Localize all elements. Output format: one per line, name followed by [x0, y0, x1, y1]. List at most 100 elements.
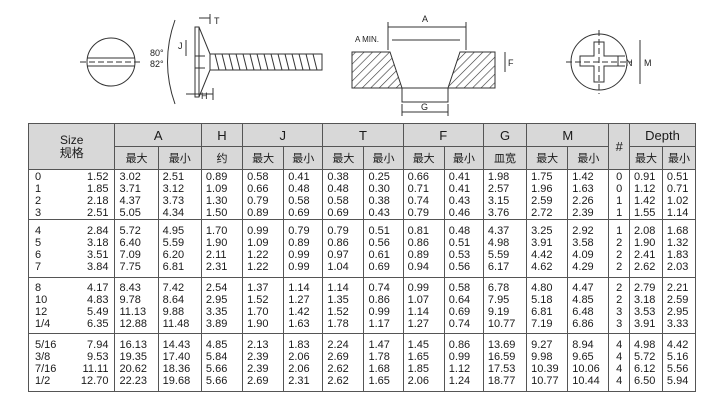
- label-a-min: A MIN.: [355, 35, 379, 44]
- value-j-min: 2.31: [288, 374, 310, 387]
- size-value: 3/8: [35, 350, 51, 363]
- value-f-max: 2.06: [407, 374, 430, 387]
- group-h-header: H: [200, 123, 244, 147]
- diameter-value: 3.84: [87, 260, 109, 273]
- value-a-min: 11.48: [162, 317, 190, 330]
- value-hash: 0: [616, 182, 623, 195]
- value-a-max: 8.43: [119, 281, 141, 294]
- value-f-max: 1.65: [407, 350, 430, 363]
- value-j-max: 1.70: [247, 305, 269, 318]
- value-m-min: 4.29: [572, 260, 594, 273]
- value-hash: 3: [616, 305, 623, 318]
- value-f-min: 0.41: [448, 170, 471, 183]
- value-h: 4.85: [205, 338, 228, 351]
- countersink-section: [351, 22, 506, 116]
- value-g: 2.57: [487, 182, 510, 195]
- value-hash: 2: [616, 248, 623, 261]
- label-m: M: [644, 58, 652, 68]
- value-h: 1.90: [205, 236, 228, 249]
- value-j-min: 1.63: [288, 317, 310, 330]
- value-t-min: 0.86: [368, 293, 390, 306]
- value-t-min: 0.38: [368, 194, 390, 207]
- value-j-min: 1.42: [288, 305, 310, 318]
- size-value: 1/4: [35, 317, 51, 330]
- value-a-max: 3.71: [119, 182, 141, 195]
- value-m-min: 2.26: [572, 194, 594, 207]
- diameter-value: 6.35: [87, 317, 109, 330]
- value-t-min: 0.43: [368, 206, 390, 219]
- value-f-min: 0.56: [448, 260, 471, 273]
- value-g: 10.77: [487, 317, 516, 330]
- value-m-min: 1.42: [572, 170, 594, 183]
- value-t-min: 0.99: [368, 305, 390, 318]
- value-j-max: 0.79: [247, 194, 269, 207]
- value-t-max: 1.52: [327, 305, 349, 318]
- group-t-header: T: [322, 123, 404, 147]
- value-d-max: 2.08: [634, 224, 656, 237]
- value-g: 4.37: [487, 224, 510, 237]
- value-d-min: 5.94: [666, 374, 689, 387]
- value-a-max: 6.40: [119, 236, 141, 249]
- size-value: 8: [35, 281, 42, 294]
- value-a-max: 3.02: [119, 170, 141, 183]
- value-g: 18.77: [487, 374, 516, 387]
- group-a-header: A: [114, 123, 202, 147]
- value-d-min: 2.95: [666, 305, 689, 318]
- value-f-max: 1.45: [407, 338, 430, 351]
- value-hash: 2: [616, 293, 623, 306]
- label-h: H: [201, 91, 208, 101]
- value-j-min: 0.48: [288, 182, 310, 195]
- value-d-min: 1.32: [666, 236, 689, 249]
- value-f-max: 1.14: [407, 305, 430, 318]
- value-d-max: 2.79: [634, 281, 656, 294]
- value-t-min: 0.30: [368, 182, 390, 195]
- value-j-min: 0.99: [288, 260, 310, 273]
- diameter-value: 1.85: [87, 182, 109, 195]
- value-d-min: 2.59: [666, 293, 689, 306]
- m-max-header: 最大: [526, 146, 569, 170]
- diameter-value: 5.49: [87, 305, 109, 318]
- value-m-max: 9.98: [531, 350, 553, 363]
- value-f-max: 1.07: [407, 293, 430, 306]
- value-t-max: 2.24: [327, 338, 349, 351]
- value-m-min: 1.63: [572, 182, 594, 195]
- value-j-min: 0.69: [288, 206, 310, 219]
- value-t-max: 0.38: [327, 170, 349, 183]
- value-d-min: 1.68: [666, 224, 689, 237]
- value-m-max: 2.59: [531, 194, 553, 207]
- value-g: 17.53: [487, 362, 516, 375]
- value-h: 3.89: [205, 317, 228, 330]
- value-j-min: 1.27: [288, 293, 310, 306]
- value-f-max: 0.81: [407, 224, 430, 237]
- value-a-min: 14.43: [162, 338, 191, 351]
- size-value: 10: [35, 293, 48, 306]
- value-d-min: 4.42: [666, 338, 689, 351]
- diameter-value: 11.11: [82, 362, 109, 375]
- value-f-min: 0.51: [448, 236, 471, 249]
- value-m-max: 4.80: [531, 281, 553, 294]
- value-a-min: 19.68: [162, 374, 191, 387]
- value-t-max: 0.58: [327, 194, 349, 207]
- value-hash: 1: [616, 194, 623, 207]
- value-a-min: 6.81: [162, 260, 185, 273]
- label-n: N: [626, 58, 633, 68]
- a-min-header: 最小: [157, 146, 202, 170]
- size-header-en: Size: [60, 132, 84, 147]
- size-value: 3: [35, 206, 42, 219]
- diameter-value: 7.94: [87, 338, 109, 351]
- value-j-max: 0.99: [247, 224, 269, 237]
